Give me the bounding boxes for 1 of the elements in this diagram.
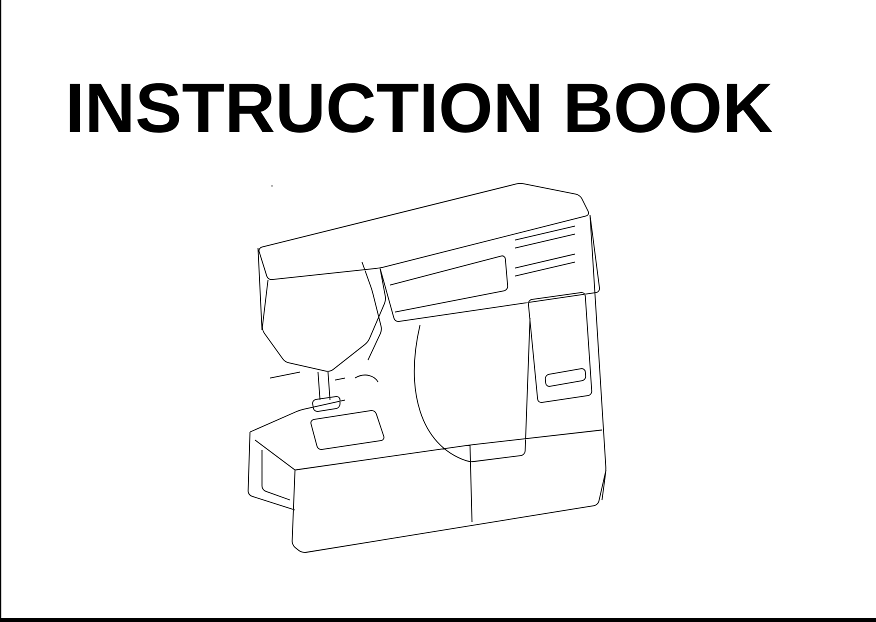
title: INSTRUCTION BOOK	[70, 83, 772, 133]
